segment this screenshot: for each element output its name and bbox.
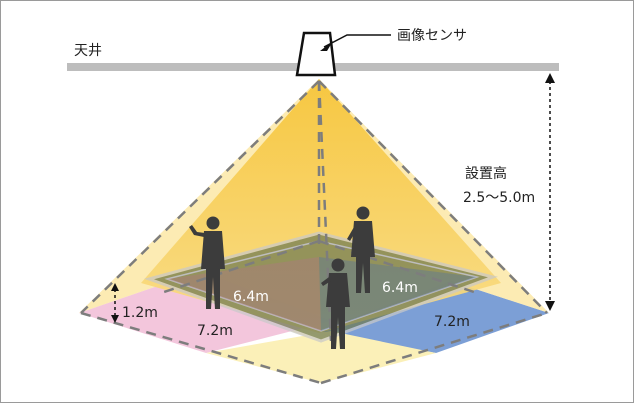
image-sensor-icon	[295, 31, 337, 77]
offset-arrow-top	[111, 283, 119, 291]
ceiling-label: 天井	[74, 43, 102, 59]
inner-left-dimension-label: 6.4m	[233, 289, 269, 305]
outer-right-dimension-label: 7.2m	[434, 314, 470, 330]
person-silhouettes	[189, 206, 375, 349]
height-title-label: 設置高	[465, 165, 507, 182]
sensor-callout-line	[323, 34, 391, 48]
inner-right-dimension-label: 6.4m	[382, 280, 418, 296]
person-left	[189, 216, 225, 309]
floor-offset-label: 1.2m	[122, 305, 158, 321]
outer-left-dimension-label: 7.2m	[197, 323, 233, 339]
height-arrow-top	[545, 73, 555, 83]
cone-edges	[80, 80, 548, 385]
zone-right	[319, 281, 549, 353]
zone-left	[79, 271, 331, 353]
sensor-callout-arrow	[320, 41, 333, 51]
sensor-label: 画像センサ	[397, 28, 467, 44]
zone-bottom	[206, 331, 436, 383]
offset-arrow-bottom	[111, 315, 119, 323]
height-range-label: 2.5〜5.0m	[463, 190, 535, 206]
person-center	[321, 258, 350, 349]
person-right	[347, 206, 375, 293]
inner-quadrant-left	[167, 257, 321, 331]
height-arrow-bottom	[545, 301, 555, 311]
